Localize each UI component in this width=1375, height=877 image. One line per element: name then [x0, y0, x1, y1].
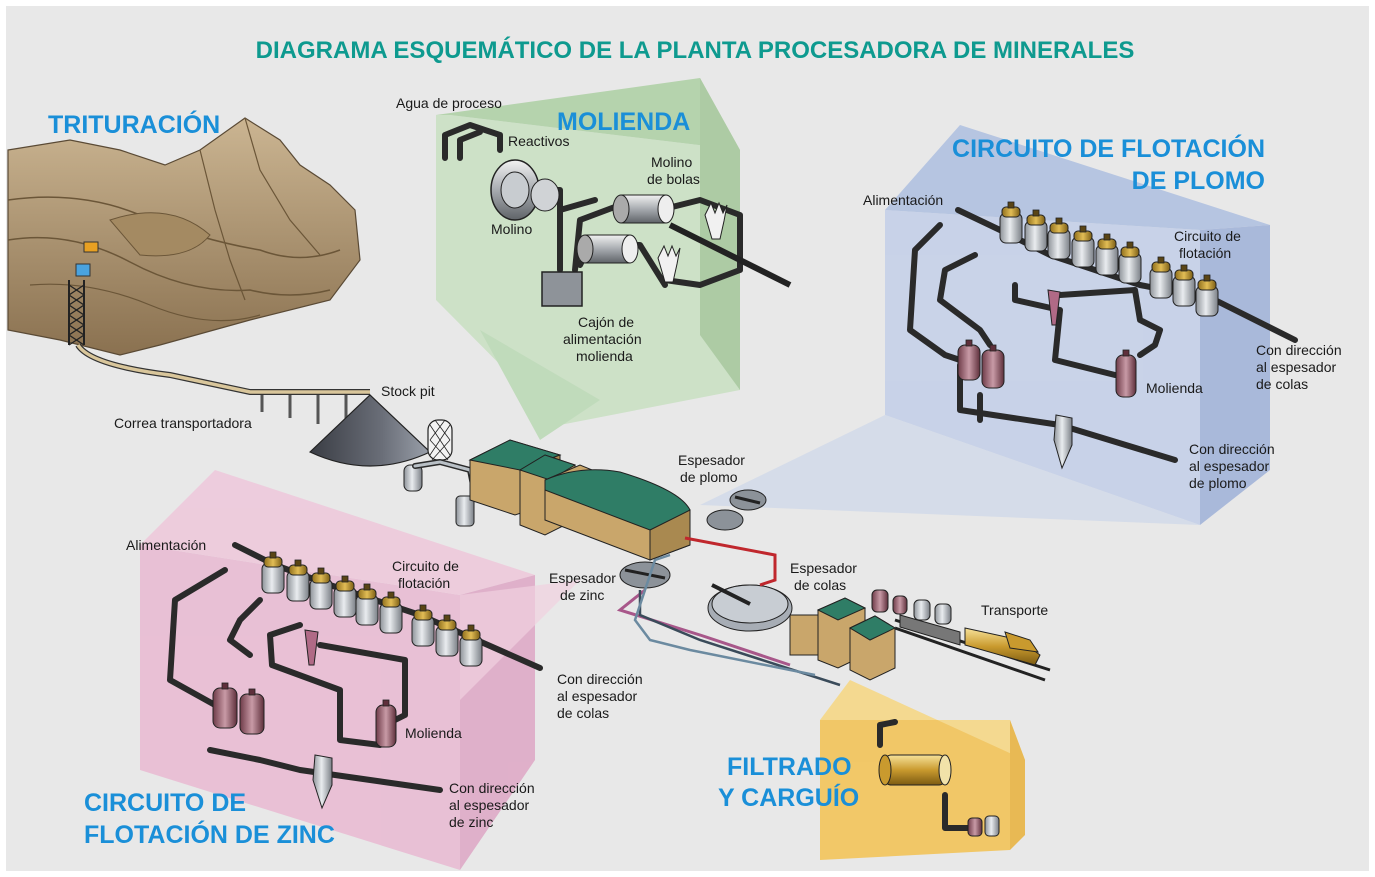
zinc-equipment [167, 542, 543, 810]
label-espesador-colas-2: de colas [794, 577, 846, 593]
label-espesador-plomo-2: de plomo [680, 469, 738, 485]
label-espesador-zinc-2: de zinc [560, 587, 604, 603]
central-plant [468, 439, 691, 561]
section-zinc-line1: CIRCUITO DE [84, 789, 246, 817]
label-reactivos: Reactivos [508, 133, 569, 149]
label-plomo-colas-1: Con dirección [1256, 342, 1342, 358]
crusher-tower [67, 280, 86, 346]
lead-regrind-tank [981, 344, 1005, 389]
label-correa: Correa transportadora [114, 415, 252, 431]
label-espesador-colas-1: Espesador [790, 560, 857, 576]
label-zinc-colas-3: de colas [557, 705, 609, 721]
label-plomo-esp-3: de plomo [1189, 475, 1247, 491]
label-zinc-esp-3: de zinc [449, 814, 493, 830]
section-plomo-line1: CIRCUITO DE FLOTACIÓN [952, 133, 1265, 163]
lead-flotation-cell [999, 201, 1023, 244]
lead-flotation-cell [1118, 241, 1142, 284]
label-molino-bolas-2: de bolas [647, 171, 700, 187]
lead-conditioner-cone [1053, 414, 1073, 470]
zinc-flotation-cell [309, 567, 333, 610]
lead-flotation-cell [1071, 225, 1095, 268]
plomo-equipment [907, 201, 1298, 470]
label-cajon-2: alimentación [563, 331, 642, 347]
label-cajon-1: Cajón de [578, 314, 634, 330]
small-tank-1 [403, 464, 423, 492]
section-titles: TRITURACIÓN MOLIENDA CIRCUITO DE FLOTACI… [48, 108, 1265, 849]
zinc-flotation-cell [435, 614, 459, 657]
label-stock-pit: Stock pit [381, 383, 435, 399]
label-zinc-circuito-2: flotación [398, 575, 450, 591]
label-plomo-esp-2: al espesador [1189, 458, 1270, 474]
zinc-flotation-cell [379, 591, 403, 634]
label-plomo-molienda: Molienda [1146, 380, 1203, 396]
label-transporte: Transporte [981, 602, 1048, 618]
lead-mill-tank [1115, 349, 1137, 398]
zinc-flotation-cell [411, 604, 435, 647]
zinc-flotation-cell [261, 551, 285, 594]
label-zinc-colas-1: Con dirección [557, 671, 643, 687]
molienda-equipment [442, 122, 792, 307]
thickener-lead [706, 489, 767, 531]
label-plomo-alimentacion: Alimentación [863, 192, 943, 208]
equipment-labels: Agua de proceso Reactivos Molino de bola… [114, 95, 1342, 830]
label-agua-proceso: Agua de proceso [396, 95, 502, 111]
small-tank-2 [455, 495, 475, 527]
diagram-title: DIAGRAMA ESQUEMÁTICO DE LA PLANTA PROCES… [256, 36, 1135, 64]
label-zinc-circuito-1: Circuito de [392, 558, 459, 574]
zinc-flotation-cell [286, 559, 310, 602]
tailings-line-2 [633, 553, 816, 677]
label-plomo-circuito-2: flotación [1179, 245, 1231, 261]
section-filtrado-line1: FILTRADO [727, 753, 852, 781]
label-plomo-esp-1: Con dirección [1189, 441, 1275, 457]
section-plomo-line2: DE PLOMO [1132, 167, 1265, 195]
zinc-flotation-cell [459, 624, 483, 667]
lead-flotation-cell [1095, 233, 1119, 276]
label-zinc-colas-2: al espesador [557, 688, 638, 704]
train [894, 614, 1051, 682]
conveyor-belt [75, 343, 370, 430]
label-cajon-3: molienda [576, 348, 633, 364]
label-molino: Molino [491, 221, 532, 237]
label-zinc-esp-2: al espesador [449, 797, 530, 813]
lead-flotation-cell [1149, 256, 1173, 299]
filter-equipment [877, 719, 1000, 837]
zinc-regrind-tank [239, 688, 265, 735]
lead-flotation-cell [1172, 264, 1196, 307]
label-espesador-plomo-1: Espesador [678, 452, 745, 468]
zinc-hydrocyclone [304, 629, 319, 666]
mesh-silo [427, 419, 453, 461]
zinc-flotation-cell [355, 583, 379, 626]
crushing-mountain [7, 117, 361, 356]
label-molino-bolas-1: Molino [651, 154, 692, 170]
section-molienda: MOLIENDA [557, 108, 690, 136]
zinc-regrind-tank [212, 682, 238, 729]
zinc-flotation-cell [333, 575, 357, 618]
label-plomo-colas-2: al espesador [1256, 359, 1337, 375]
thickener-zinc [619, 561, 671, 589]
label-plomo-colas-3: de colas [1256, 376, 1308, 392]
zinc-conditioner-cone [312, 754, 333, 810]
section-filtrado-line2: Y CARGUÍO [718, 783, 859, 812]
section-zinc-line2: FLOTACIÓN DE ZINC [84, 819, 335, 849]
lead-line [684, 536, 777, 587]
lead-hydrocyclone [1047, 289, 1061, 326]
label-zinc-alimentacion: Alimentación [126, 537, 206, 553]
label-espesador-zinc-1: Espesador [549, 570, 616, 586]
thickener-tailings [707, 583, 793, 632]
label-plomo-circuito-1: Circuito de [1174, 228, 1241, 244]
lead-flotation-cell [1195, 274, 1219, 317]
loading-buildings [789, 589, 952, 681]
section-trituracion: TRITURACIÓN [48, 109, 220, 139]
lead-flotation-cell [1024, 209, 1048, 252]
label-zinc-esp-1: Con dirección [449, 780, 535, 796]
zinc-mill-tank [375, 699, 397, 748]
lead-flotation-cell [1047, 217, 1071, 260]
label-zinc-molienda: Molienda [405, 725, 462, 741]
lead-regrind-tank [957, 339, 981, 381]
